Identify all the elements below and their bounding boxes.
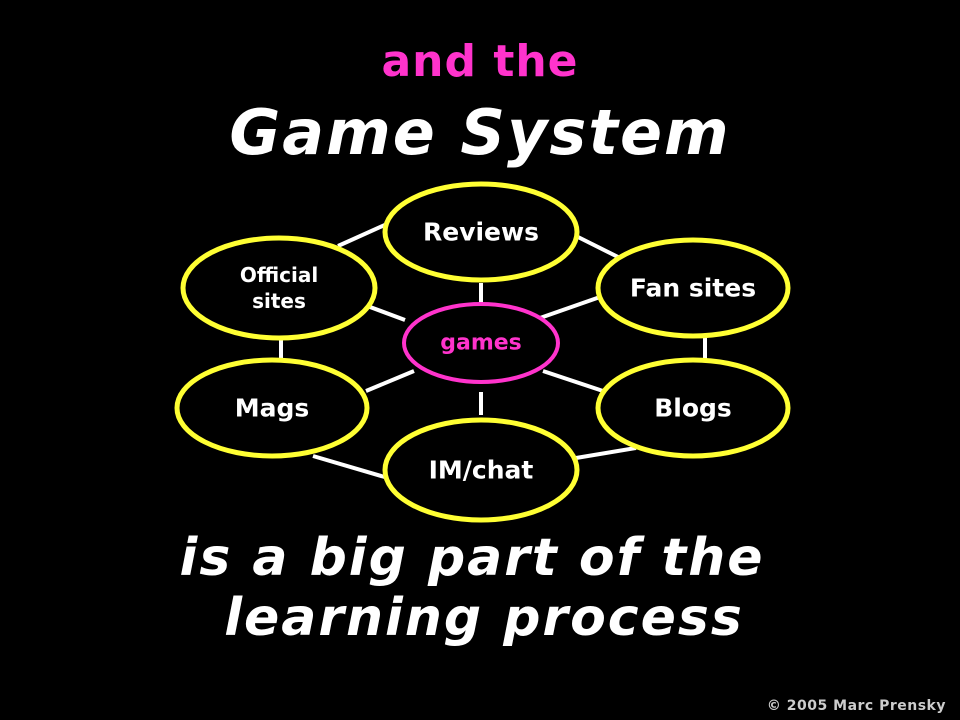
node-label: Mags [235,394,310,423]
node-label: Reviews [423,218,539,247]
node-blogs: Blogs [595,357,791,459]
caption-line-1: is a big part of the [179,528,765,588]
node-label: games [440,331,522,356]
node-label: IM/chat [429,456,534,485]
caption-line-2: learning process [224,588,744,648]
node-label: Official [240,263,318,287]
node-ellipse [595,357,791,459]
node-label: sites [252,289,306,313]
node-ellipse [174,357,370,459]
connector-line [542,369,604,393]
node-mags: Mags [174,357,370,459]
connector-line [312,454,389,480]
center-node-games: games [402,302,560,384]
title-pre: and the [381,36,579,87]
node-label: Blogs [654,394,732,423]
node-ellipse [595,237,791,339]
node-ellipse [382,181,580,283]
connector-line [365,369,415,393]
node-im-chat: IM/chat [382,417,580,523]
node-ellipse [382,417,580,523]
copyright-footer: © 2005 Marc Prensky [766,698,946,714]
node-reviews: Reviews [382,181,580,283]
node-ellipse [402,302,560,384]
connector-line [337,222,388,248]
slide-title: Game System [229,96,731,169]
node-ellipse [180,235,378,341]
node-label: Fan sites [630,274,756,303]
connector-line [575,234,621,260]
connector-line [575,446,637,460]
connector-line [539,295,601,320]
node-fan-sites: Fan sites [595,237,791,339]
